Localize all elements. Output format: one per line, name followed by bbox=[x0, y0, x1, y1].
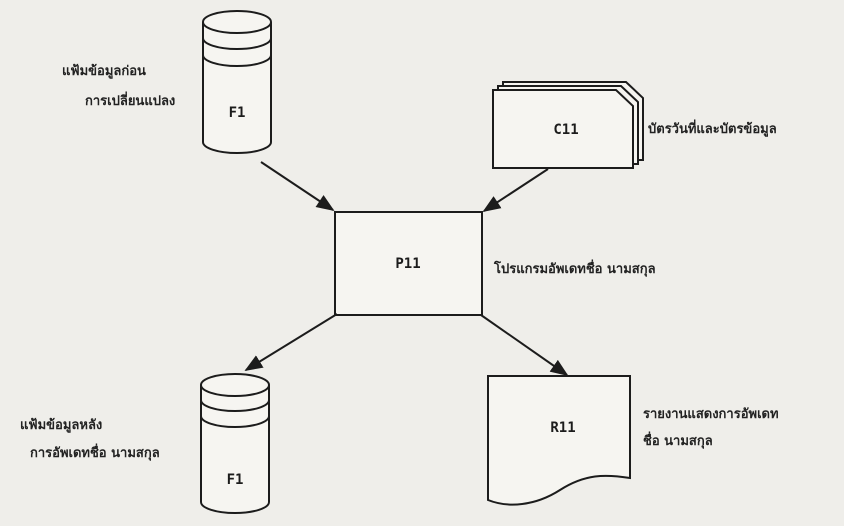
file-after-update-disk bbox=[200, 373, 270, 514]
arrow-file-to-process bbox=[260, 161, 335, 211]
arrow-process-to-report bbox=[480, 314, 569, 377]
arrow-cards-to-process bbox=[482, 168, 549, 212]
report-label-line2: ชื่อ นามสกุล bbox=[643, 434, 713, 449]
report-label-line1: รายงานแสดงการอัพเดท bbox=[643, 407, 779, 422]
file-before-change-disk bbox=[202, 10, 272, 154]
file-before-code: F1 bbox=[229, 105, 246, 121]
process-label: โปรแกรมอัพเดทชื่อ นามสกุล bbox=[494, 262, 656, 277]
file-before-label-line1: แฟ้มข้อมูลก่อน bbox=[62, 64, 146, 79]
report-code: R11 bbox=[550, 420, 575, 436]
file-after-label-line2: การอัพเดทชื่อ นามสกุล bbox=[30, 446, 160, 461]
arrow-process-to-file bbox=[244, 313, 338, 371]
input-cards-shape bbox=[492, 81, 644, 169]
file-before-label-line2: การเปลี่ยนแปลง bbox=[85, 94, 176, 109]
file-after-code: F1 bbox=[227, 472, 244, 488]
process-code: P11 bbox=[395, 256, 420, 272]
report-document-shape bbox=[487, 375, 631, 506]
cards-code: C11 bbox=[553, 122, 578, 138]
file-after-label-line1: แฟ้มข้อมูลหลัง bbox=[20, 418, 103, 433]
cards-label: บัตรวันที่และบัตรข้อมูล bbox=[648, 122, 777, 137]
process-box bbox=[334, 211, 483, 316]
